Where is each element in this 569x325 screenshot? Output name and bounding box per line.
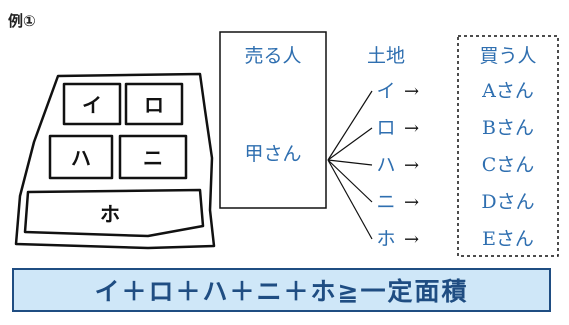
buyer-name: Cさん: [482, 154, 535, 176]
fan-line: [327, 159, 373, 166]
fan-line: [327, 159, 373, 240]
right-arrow-icon: →: [404, 118, 419, 139]
buyers-header: 買う人: [479, 45, 536, 67]
lot-label-i: イ: [82, 93, 102, 117]
right-arrow-icon: →: [404, 192, 419, 213]
row-lot-label: ハ: [376, 154, 395, 176]
lot-label-ro: ロ: [144, 93, 164, 117]
area-formula: イ＋ロ＋ハ＋ニ＋ホ≧一定面積: [12, 268, 551, 312]
land-header: 土地: [367, 45, 405, 67]
lot-ho: [23, 188, 205, 238]
buyer-name: Aさん: [481, 80, 534, 102]
buyer-name: Dさん: [481, 191, 534, 213]
fan-line: [327, 127, 373, 161]
lot-label-ho: ホ: [100, 202, 120, 226]
buyers-box: [457, 35, 559, 257]
row-lot-label: ニ: [376, 191, 395, 213]
right-arrow-icon: →: [404, 155, 419, 176]
buyer-name: Eさん: [482, 228, 534, 250]
seller-header: 売る人: [244, 45, 301, 67]
land-parcels: [14, 72, 216, 250]
example-label: 例①: [8, 12, 36, 30]
fan-line: [327, 159, 373, 203]
right-arrow-icon: →: [404, 81, 419, 102]
fan-line: [327, 90, 373, 161]
row-lot-label: イ: [376, 80, 395, 102]
lot-ro: [124, 82, 184, 126]
lot-ni: [118, 134, 188, 180]
lot-ha: [48, 134, 114, 180]
lot-i: [62, 82, 122, 126]
seller-box: [219, 31, 327, 209]
lot-label-ha: ハ: [71, 146, 91, 170]
buyer-name: Bさん: [482, 117, 534, 139]
lot-label-ni: ニ: [143, 146, 163, 170]
row-lot-label: ホ: [376, 228, 395, 250]
right-arrow-icon: →: [404, 229, 419, 250]
row-lot-label: ロ: [376, 117, 395, 139]
seller-name: 甲さん: [244, 143, 301, 165]
